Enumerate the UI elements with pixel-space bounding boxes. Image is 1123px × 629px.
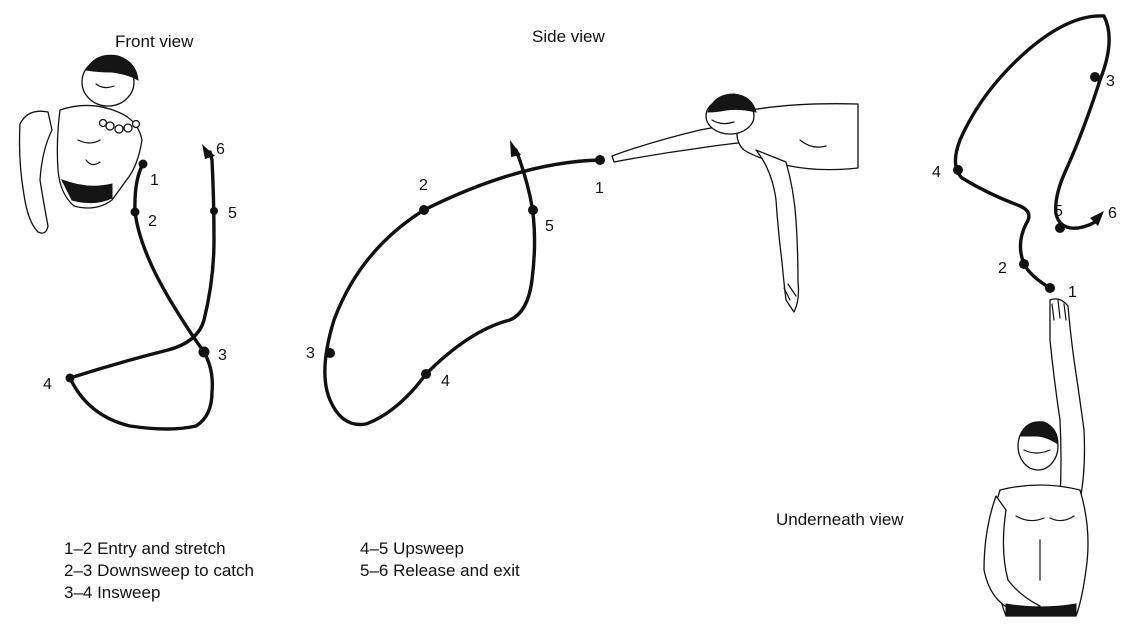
front-label-4: 4	[43, 376, 52, 393]
underneath-label-3: 3	[1106, 73, 1115, 90]
side-label-3: 3	[306, 345, 315, 362]
underneath-label-2: 2	[998, 260, 1007, 277]
front-point-5	[210, 207, 218, 215]
legend-item: 1–2 Entry and stretch	[64, 539, 226, 559]
underneath-point-1	[1045, 283, 1055, 293]
side-label-4: 4	[441, 373, 450, 390]
underneath-point-4	[953, 165, 963, 175]
front-label-3: 3	[218, 347, 227, 364]
underneath-label-6: 6	[1108, 205, 1117, 222]
underneath-label-4: 4	[932, 164, 941, 181]
front-point-3	[199, 347, 210, 358]
side-point-3	[325, 348, 335, 358]
underneath-point-2	[1019, 259, 1029, 269]
front-point-2	[131, 208, 140, 217]
front-view: 1 2 3 4 5 6	[20, 55, 238, 429]
side-label-2: 2	[419, 177, 428, 194]
legend-item: 5–6 Release and exit	[360, 561, 520, 581]
underneath-label-1: 1	[1068, 284, 1077, 301]
side-label-1: 1	[595, 180, 604, 197]
side-point-4	[421, 369, 431, 379]
underneath-view: 1 2 3 4 5 6	[932, 16, 1117, 616]
front-arrowhead	[202, 144, 215, 159]
underneath-point-5	[1055, 223, 1065, 233]
side-arrowhead	[510, 140, 521, 157]
legend-item: 2–3 Downsweep to catch	[64, 561, 254, 581]
side-point-1	[595, 155, 605, 165]
front-point-1	[139, 160, 148, 169]
front-label-1: 1	[150, 172, 159, 189]
underneath-point-3	[1090, 72, 1100, 82]
front-label-5: 5	[228, 205, 237, 222]
front-view-title: Front view	[115, 32, 193, 52]
underneath-swimmer-figure	[984, 299, 1088, 616]
underneath-view-title: Underneath view	[776, 510, 904, 530]
front-label-2: 2	[148, 213, 157, 230]
underneath-pull-path	[955, 16, 1109, 288]
side-point-5	[528, 205, 538, 215]
side-point-2	[419, 205, 429, 215]
side-swimmer-figure	[612, 94, 858, 312]
side-label-5: 5	[545, 218, 554, 235]
front-label-6: 6	[216, 141, 225, 158]
side-pull-path	[325, 150, 600, 425]
side-view: 1 2 3 4 5	[306, 94, 858, 425]
underneath-label-5: 5	[1054, 203, 1063, 220]
front-point-4	[66, 374, 75, 383]
front-swimmer-figure	[20, 55, 143, 233]
legend-item: 4–5 Upsweep	[360, 539, 464, 559]
legend-item: 3–4 Insweep	[64, 583, 160, 603]
side-view-title: Side view	[532, 27, 605, 47]
